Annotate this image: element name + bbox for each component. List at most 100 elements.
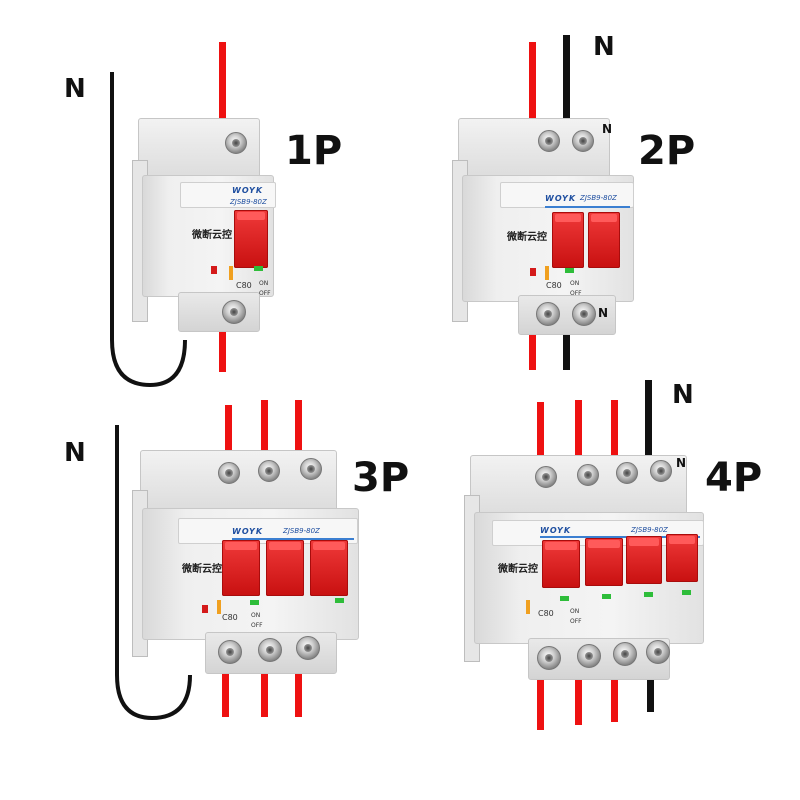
bottom-screw-3-4p <box>613 642 637 666</box>
live-wire-top-a-3p <box>225 405 232 455</box>
handle-cap-1-3p <box>225 542 257 550</box>
blue-stripe-2p <box>545 206 630 208</box>
on-indicator-d-4p <box>682 590 691 595</box>
off-label-1p: OFF <box>259 290 271 297</box>
top-screw-1p <box>225 132 247 154</box>
live-wire-top-c-4p <box>611 400 618 458</box>
on-indicator-1p <box>254 266 263 271</box>
live-wire-top-2p <box>529 42 536 122</box>
bottom-screw-1-3p <box>218 640 242 664</box>
model-label-2p: ZJSB9-80Z <box>580 194 617 202</box>
brand-strip-2p: WOYK ZJSB9-80Z <box>545 192 617 204</box>
trip-bar-4p <box>526 600 530 614</box>
top-screw-2-3p <box>258 460 280 482</box>
handle-cap-3-3p <box>313 542 345 550</box>
rating-2p: C80 <box>546 281 562 290</box>
status-indicator-3p <box>202 605 208 613</box>
status-indicator-1p <box>211 266 217 274</box>
chinese-label-1p: 微断云控 <box>192 230 232 241</box>
on-label-1p: ON <box>259 280 269 287</box>
neutral-wire-top-2p <box>563 35 570 122</box>
on-label-4p: ON <box>570 608 580 615</box>
breaker-bottom-1p <box>178 292 260 332</box>
blue-stripe-3p <box>232 538 354 540</box>
panel-2p: N N N WOYK ZJSB9-80Z 微断云控 C80 ON OFF 2P <box>400 0 800 400</box>
handle-cap-2-2p <box>591 214 617 222</box>
off-label-4p: OFF <box>570 618 582 625</box>
top-screw-1-2p <box>538 130 560 152</box>
brand-strip-4p: WOYK ZJSB9-80Z <box>540 524 668 536</box>
live-wire-top-b-4p <box>575 400 582 460</box>
chinese-label-3p: 微断云控 <box>182 564 222 575</box>
top-screw-3-4p <box>616 462 638 484</box>
trip-bar-1p <box>229 266 233 280</box>
breaker-top-4p <box>470 455 687 519</box>
live-wire-bottom-c-3p <box>295 655 302 717</box>
on-label-2p: ON <box>570 280 580 287</box>
model-label-4p: ZJSB9-80Z <box>631 526 668 534</box>
bottom-screw-1-2p <box>536 302 560 326</box>
trip-bar-2p <box>545 266 549 280</box>
neutral-label-3p: N <box>64 438 86 468</box>
on-label-3p: ON <box>251 612 261 619</box>
pole-label-1p: 1P <box>285 128 343 174</box>
off-label-2p: OFF <box>570 290 582 297</box>
on-indicator-c-4p <box>644 592 653 597</box>
panel-4p: N N WOYK ZJSB9-80Z 微断云控 C80 ON OFF 4P <box>400 380 800 800</box>
live-wire-bottom-1p <box>219 310 226 372</box>
panel-1p: N WOYK ZJSB9-80Z 微断云控 C80 ON OFF 1P <box>0 0 400 400</box>
panel-3p: N WOYK ZJSB9-80Z 微断云控 C80 ON OFF 3P <box>0 400 409 800</box>
handle-cap-1-2p <box>555 214 581 222</box>
blue-stripe-4p <box>540 536 700 538</box>
live-wire-top-1p <box>219 42 226 118</box>
neutral-label-2p: N <box>593 32 615 62</box>
terminal-n-4p: N <box>676 456 687 470</box>
on-indicator-b-4p <box>602 594 611 599</box>
handle-cap-2-3p <box>269 542 301 550</box>
status-indicator-2p <box>530 268 536 276</box>
chinese-label-2p: 微断云控 <box>507 232 547 243</box>
top-screw-2-4p <box>577 464 599 486</box>
bottom-screw-4-4p <box>646 640 670 664</box>
handle-cap-2-4p <box>588 540 620 548</box>
model-label-1p: ZJSB9-80Z <box>230 198 267 206</box>
live-wire-top-b-3p <box>261 400 268 455</box>
chinese-label-4p: 微断云控 <box>498 564 538 575</box>
brand-logo-2p: WOYK <box>545 193 577 203</box>
live-wire-bottom-b-3p <box>261 655 268 717</box>
top-screw-4-4p <box>650 460 672 482</box>
brand-strip-1p: WOYK <box>232 184 263 196</box>
on-indicator-b-3p <box>335 598 344 603</box>
on-indicator-a-3p <box>250 600 259 605</box>
on-indicator-a-4p <box>560 596 569 601</box>
top-screw-1-3p <box>218 462 240 484</box>
terminal-n-top-2p: N <box>602 122 613 136</box>
terminal-n-bottom-2p: N <box>598 306 609 320</box>
trip-bar-3p <box>217 600 221 614</box>
live-wire-top-a-4p <box>537 402 544 462</box>
live-wire-bottom-b-4p <box>575 645 582 725</box>
breaker-bottom-2p <box>518 295 616 335</box>
rating-3p: C80 <box>222 613 238 622</box>
pole-label-3p: 3P <box>352 455 410 501</box>
neutral-wire-3p <box>115 425 192 721</box>
handle-cap-3-4p <box>629 538 659 546</box>
pole-label-4p: 4P <box>705 455 763 501</box>
live-wire-bottom-c-4p <box>611 642 618 722</box>
brand-strip-3p: WOYK ZJSB9-80Z <box>232 525 320 537</box>
rating-4p: C80 <box>538 609 554 618</box>
bottom-screw-1-4p <box>537 646 561 670</box>
brand-logo-3p: WOYK <box>232 526 264 536</box>
brand-logo-1p: WOYK <box>232 185 264 195</box>
brand-logo-4p: WOYK <box>540 525 572 535</box>
model-label-3p: ZJSB9-80Z <box>283 527 320 535</box>
handle-cap-1p <box>237 212 265 220</box>
bottom-screw-3-3p <box>296 636 320 660</box>
live-wire-bottom-a-3p <box>222 655 229 717</box>
neutral-wire-1p <box>110 72 187 388</box>
bottom-screw-2-4p <box>577 644 601 668</box>
rating-1p: C80 <box>236 281 252 290</box>
off-label-3p: OFF <box>251 622 263 629</box>
front-label-1p <box>180 182 276 208</box>
bottom-screw-2-2p <box>572 302 596 326</box>
